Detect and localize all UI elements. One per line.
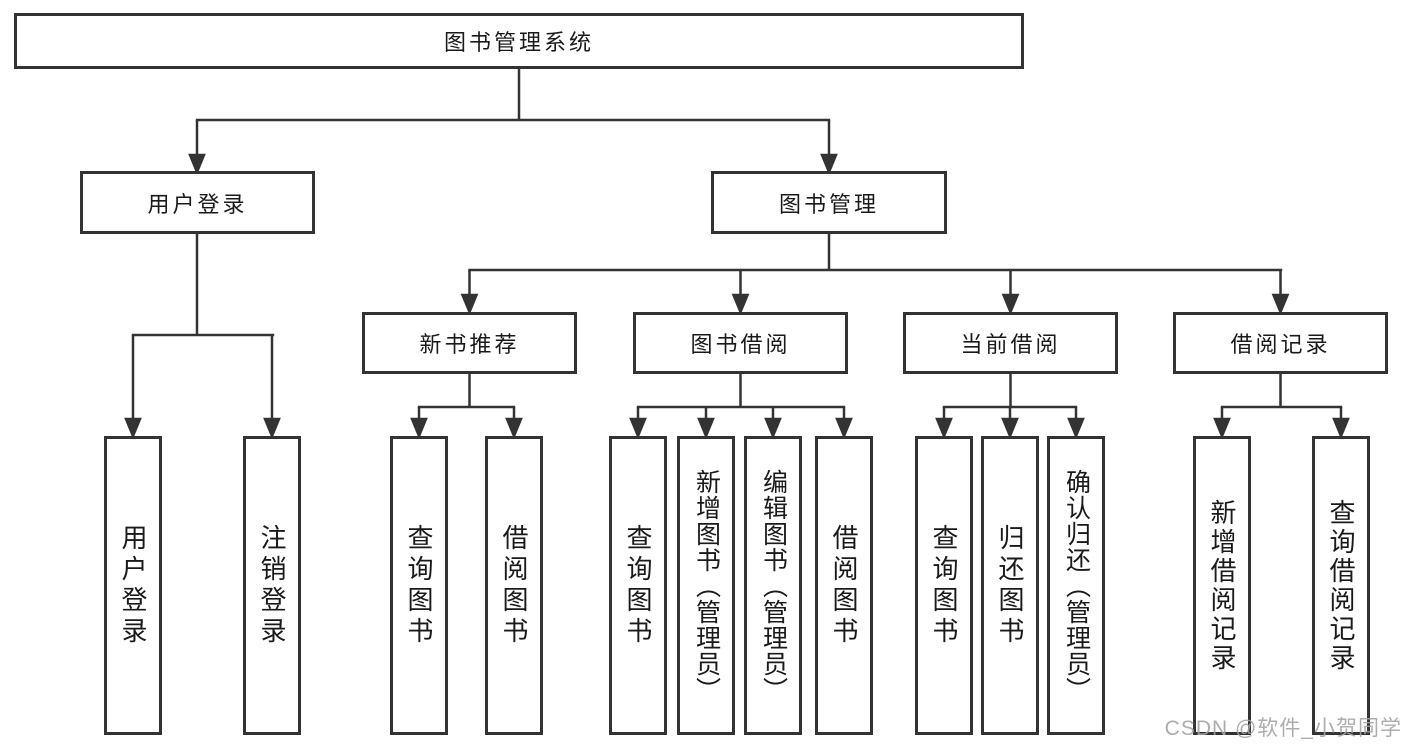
leaf-user-login: 用户登录	[104, 436, 162, 735]
node-user-login-label: 用户登录	[147, 191, 248, 217]
leaf-edit-book-admin: 编辑图书（管理员）	[744, 436, 802, 735]
node-borrow-records-label: 借阅记录	[1230, 332, 1331, 357]
watermark-text: CSDN @软件_小贺同学	[1164, 717, 1402, 740]
leaf-borrow-books-recommend-label: 借阅图书	[499, 523, 529, 648]
leaf-borrow-books: 借阅图书	[815, 436, 873, 735]
leaf-logout-label: 注销登录	[257, 523, 287, 648]
leaf-borrow-books-label: 借阅图书	[829, 523, 859, 648]
node-book-management-label: 图书管理	[778, 191, 879, 217]
leaf-query-borrow-record: 查询借阅记录	[1312, 436, 1370, 735]
leaf-add-borrow-record-label: 新增借阅记录	[1207, 498, 1237, 673]
leaf-query-books-current-label: 查询图书	[929, 523, 959, 648]
node-user-login: 用户登录	[80, 171, 315, 234]
node-root-label: 图书管理系统	[443, 30, 594, 55]
leaf-borrow-books-recommend: 借阅图书	[485, 436, 543, 735]
node-new-book-recommend: 新书推荐	[362, 312, 577, 374]
leaf-return-books-label: 归还图书	[995, 523, 1025, 648]
leaf-add-book-admin: 新增图书（管理员）	[677, 436, 735, 735]
leaf-confirm-return-admin-label: 确认归还（管理员）	[1062, 468, 1091, 703]
node-current-borrowing-label: 当前借阅	[960, 332, 1061, 357]
node-borrow-records: 借阅记录	[1173, 312, 1388, 374]
node-book-borrowing-label: 图书借阅	[690, 332, 791, 357]
leaf-edit-book-admin-label: 编辑图书（管理员）	[759, 468, 788, 703]
node-book-management: 图书管理	[711, 171, 947, 234]
leaf-query-borrow-record-label: 查询借阅记录	[1326, 498, 1356, 673]
leaf-add-borrow-record: 新增借阅记录	[1193, 436, 1251, 735]
leaf-logout: 注销登录	[243, 436, 301, 735]
leaf-query-books-borrow: 查询图书	[609, 436, 667, 735]
leaf-query-books-recommend: 查询图书	[390, 436, 448, 735]
leaf-query-books-borrow-label: 查询图书	[623, 523, 653, 648]
leaf-return-books: 归还图书	[981, 436, 1039, 735]
leaf-user-login-label: 用户登录	[118, 523, 148, 648]
node-new-book-recommend-label: 新书推荐	[419, 332, 520, 357]
leaf-add-book-admin-label: 新增图书（管理员）	[692, 468, 721, 703]
leaf-query-books-current: 查询图书	[915, 436, 973, 735]
leaf-confirm-return-admin: 确认归还（管理员）	[1047, 436, 1105, 735]
leaf-query-books-recommend-label: 查询图书	[404, 523, 434, 648]
node-book-borrowing: 图书借阅	[633, 312, 848, 374]
node-root: 图书管理系统	[14, 13, 1024, 69]
node-current-borrowing: 当前借阅	[903, 312, 1118, 374]
